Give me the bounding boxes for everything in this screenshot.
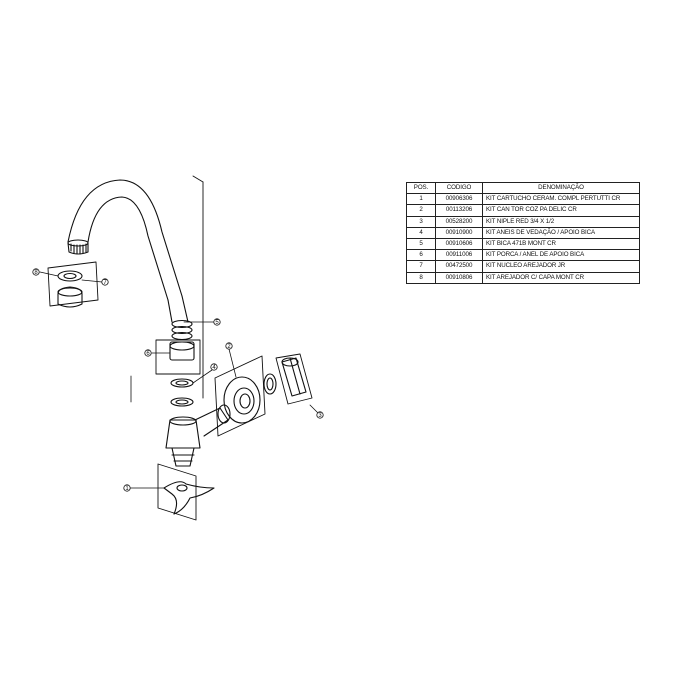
callout-4: 4: [210, 363, 218, 371]
callout-6: 6: [144, 349, 152, 357]
table-row: 4 00910900 KIT ANEIS DE VEDAÇÃO / APOIO …: [406, 226, 640, 239]
row-pos: 8: [406, 271, 436, 284]
row-pos: 3: [406, 215, 436, 228]
row-description: KIT BICA 471B MONT CR: [482, 237, 640, 251]
row-code: 00910606: [435, 237, 483, 251]
callout-8: 8: [32, 268, 40, 276]
spout: [67, 179, 189, 323]
callout-5: 5: [213, 318, 221, 326]
callout-2: 2: [225, 342, 233, 350]
callout-4-label: 4: [212, 365, 216, 371]
table-row: 8 00910806 KIT AREJADOR C/ CAPA MONT CR: [406, 271, 640, 284]
callout-1: 1: [123, 484, 131, 492]
callouts: 8 7 5 6 4 2 3 1: [32, 268, 324, 492]
table-row: 2 00113206 KIT CAN TOR COZ PA DELIC CR: [406, 204, 640, 217]
row-code: 00472500: [435, 260, 483, 273]
cross-handle: [157, 463, 215, 521]
row-description: KIT CAN TOR COZ PA DELIC CR: [482, 204, 640, 217]
callout-8-label: 8: [34, 270, 38, 276]
row-pos: 2: [406, 204, 436, 217]
table-row: 1 00906306 KIT CARTUCHO CERAM. COMPL PER…: [406, 193, 640, 206]
row-description: KIT AREJADOR C/ CAPA MONT CR: [482, 271, 640, 284]
callout-7: 7: [101, 278, 109, 286]
callout-2-label: 2: [227, 344, 231, 350]
nut-group: [155, 339, 201, 407]
callout-1-label: 1: [125, 486, 129, 492]
row-pos: 5: [406, 237, 436, 251]
row-description: KIT NUCLEO AREJADOR JR: [482, 260, 640, 273]
table-row: 5 00910606 KIT BICA 471B MONT CR: [406, 237, 640, 251]
row-code: 00528200: [435, 215, 483, 228]
callout-7-label: 7: [103, 280, 107, 286]
row-code: 00911006: [435, 249, 483, 262]
callout-5-label: 5: [215, 320, 219, 326]
row-description: KIT NIPLE RED 3/4 X 1/2: [482, 215, 640, 228]
parts-table-header-row: POS. CODIGO DENOMINAÇÃO: [406, 181, 640, 195]
parts-table: POS. CODIGO DENOMINAÇÃO 1 00906306 KIT C…: [406, 181, 640, 284]
row-pos: 1: [406, 193, 436, 206]
header-pos: POS.: [406, 181, 436, 195]
callout-3: 3: [316, 411, 324, 419]
header-code: CODIGO: [435, 181, 483, 195]
row-description: KIT ANEIS DE VEDAÇÃO / APOIO BICA: [482, 226, 640, 239]
leader-lines: [39, 271, 319, 489]
faucet-body: [165, 404, 231, 467]
table-row: 3 00528200 KIT NIPLE RED 3/4 X 1/2: [406, 215, 640, 228]
wall-flange: [214, 355, 277, 437]
callout-6-label: 6: [146, 351, 150, 357]
row-pos: 4: [406, 226, 436, 239]
row-code: 00906306: [435, 193, 483, 206]
header-description: DENOMINAÇÃO: [482, 181, 640, 195]
row-description: KIT PORCA / ANEL DE APOIO BICA: [482, 249, 640, 262]
callout-3-label: 3: [318, 413, 322, 419]
reducer-nipple: [275, 353, 313, 405]
row-code: 00113206: [435, 204, 483, 217]
table-row: 6 00911006 KIT PORCA / ANEL DE APOIO BIC…: [406, 249, 640, 262]
aerator-group: [47, 261, 99, 308]
row-pos: 7: [406, 260, 436, 273]
row-code: 00910900: [435, 226, 483, 239]
spout-rings: [171, 319, 193, 341]
row-description: KIT CARTUCHO CERAM. COMPL PERTUTTI CR: [482, 193, 640, 206]
row-pos: 6: [406, 249, 436, 262]
table-row: 7 00472500 KIT NUCLEO AREJADOR JR: [406, 260, 640, 273]
row-code: 00910806: [435, 271, 483, 284]
